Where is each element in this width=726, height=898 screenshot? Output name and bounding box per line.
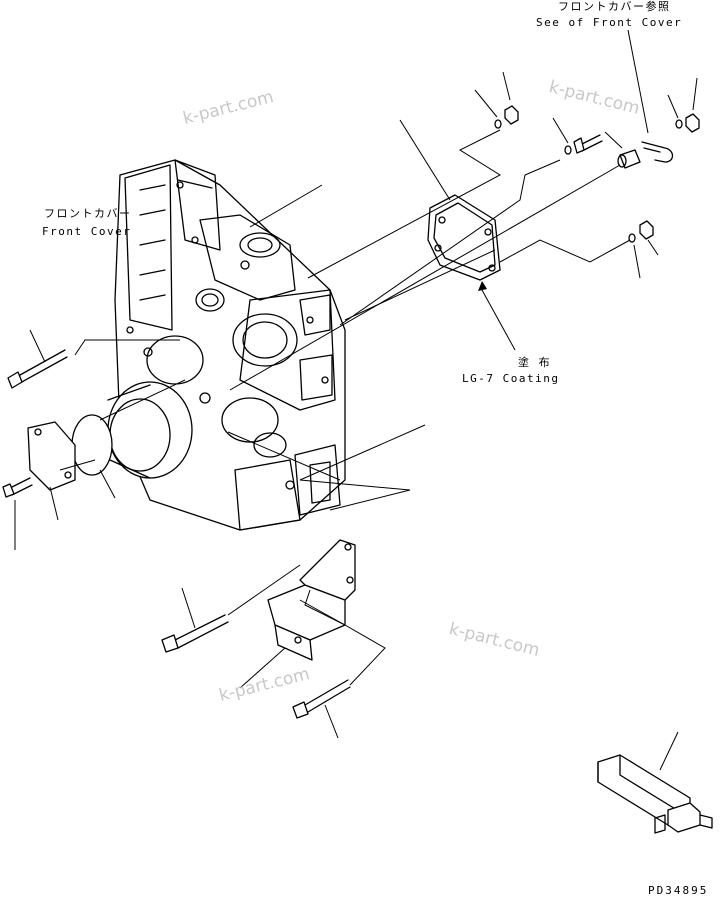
washer-bolt bbox=[564, 145, 572, 155]
spacer-collar bbox=[617, 149, 641, 169]
washer-clip bbox=[675, 119, 683, 129]
washer-right bbox=[628, 233, 636, 243]
small-cover-plate-left bbox=[27, 421, 76, 491]
installer-tool bbox=[597, 754, 713, 834]
nut-clip bbox=[685, 113, 700, 133]
bolt-left-upper bbox=[7, 349, 68, 389]
front-cover-label-jp: フロントカバー bbox=[44, 207, 132, 220]
front-cover-label-en: Front Cover bbox=[42, 225, 132, 238]
harness-clip bbox=[641, 141, 674, 163]
washer-top-center bbox=[494, 119, 502, 129]
mounting-bracket bbox=[267, 539, 356, 661]
bolt-left-lower bbox=[2, 477, 33, 498]
nut-top-center bbox=[504, 105, 519, 125]
inspection-cover-plate bbox=[427, 194, 501, 281]
drawing-code: PD34895 bbox=[648, 884, 709, 897]
front-cover-reference-label-jp: フロントカバー参照 bbox=[558, 0, 671, 13]
bolt-bracket bbox=[292, 679, 351, 719]
bolt-upper-right bbox=[573, 134, 603, 154]
front-cover-reference-label-en: See of Front Cover bbox=[536, 16, 683, 29]
bolt-long-bottom bbox=[161, 614, 229, 653]
coating-arrow bbox=[478, 281, 487, 291]
gasket-disc bbox=[71, 414, 113, 476]
coating-label-jp: 塗 布 bbox=[518, 356, 552, 369]
coating-label-en: LG-7 Coating bbox=[462, 372, 560, 385]
nut-right bbox=[639, 220, 654, 240]
assembly-lines bbox=[14, 29, 698, 771]
